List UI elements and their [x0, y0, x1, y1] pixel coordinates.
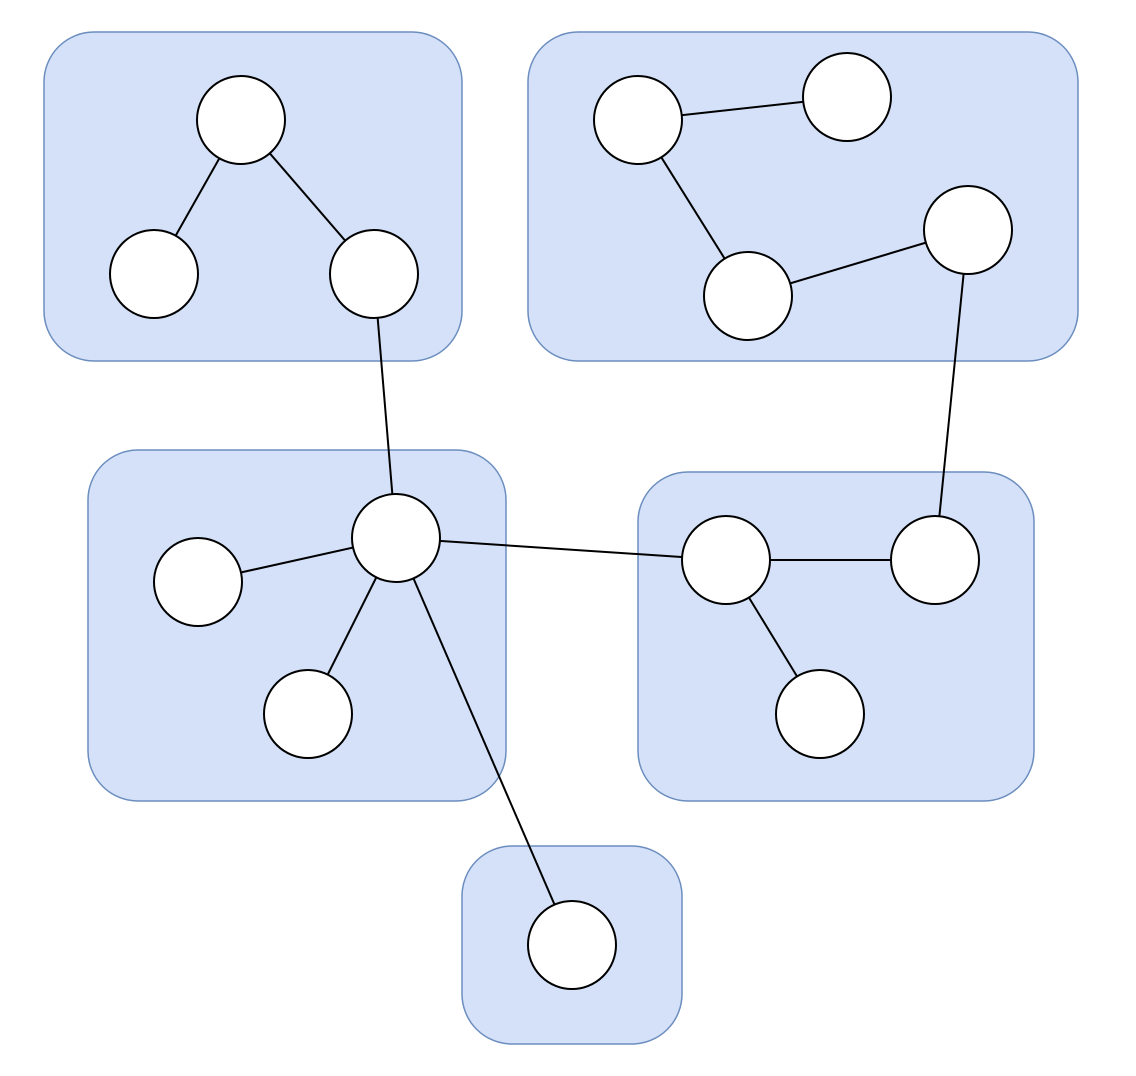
edge-n9-n14: [395, 537, 573, 946]
node-n1: [196, 75, 286, 165]
node-n13: [775, 669, 865, 759]
node-n6: [703, 251, 793, 341]
node-n5: [802, 52, 892, 142]
node-n12: [890, 515, 980, 605]
node-n4: [593, 75, 683, 165]
node-n14: [527, 900, 617, 990]
node-n3: [329, 229, 419, 319]
node-n11: [681, 515, 771, 605]
node-n7: [923, 185, 1013, 275]
node-n10: [263, 669, 353, 759]
edge-n7-n12: [934, 229, 969, 561]
node-n2: [109, 229, 199, 319]
nodes-layer: [109, 52, 1013, 990]
node-n9: [351, 493, 441, 583]
edge-n9-n11: [395, 537, 727, 561]
node-n8: [153, 537, 243, 627]
